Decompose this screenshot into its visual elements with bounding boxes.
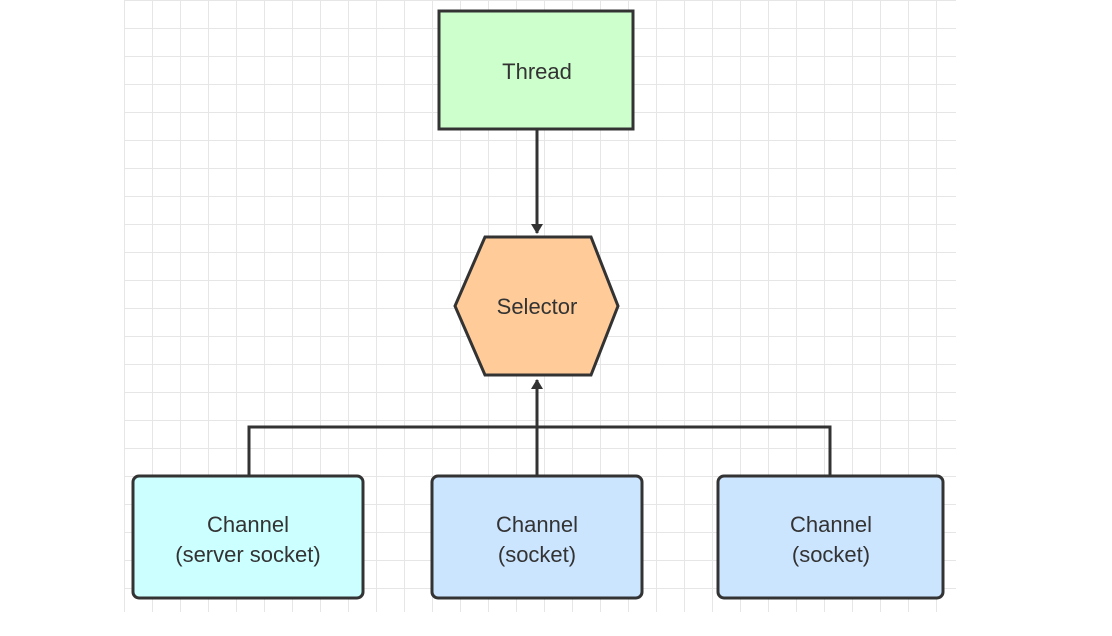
channel-server-subtitle: (server socket) (175, 542, 320, 567)
channel-server-title: Channel (207, 512, 289, 537)
selector-node[interactable]: Selector (453, 235, 620, 377)
channel-socket-box-1 (430, 474, 644, 600)
channel-socket-title-1: Channel (496, 512, 578, 537)
thread-label: Thread (502, 59, 572, 84)
selector-label: Selector (497, 294, 578, 319)
channel-socket-node-2[interactable]: Channel (socket) (716, 474, 945, 600)
selector-hexagon (453, 235, 620, 377)
channel-socket-subtitle-2: (socket) (792, 542, 870, 567)
thread-box (437, 9, 635, 131)
bus-line (247, 425, 832, 476)
channel-server-socket-node[interactable]: Channel (server socket) (131, 474, 365, 600)
channel-socket-title-2: Channel (790, 512, 872, 537)
channel-server-box (131, 474, 365, 600)
channel-socket-subtitle-1: (socket) (498, 542, 576, 567)
channel-socket-box-2 (716, 474, 945, 600)
edge-channels-to-selector (247, 379, 832, 476)
channel-socket-node-1[interactable]: Channel (socket) (430, 474, 644, 600)
thread-node[interactable]: Thread (437, 9, 635, 131)
